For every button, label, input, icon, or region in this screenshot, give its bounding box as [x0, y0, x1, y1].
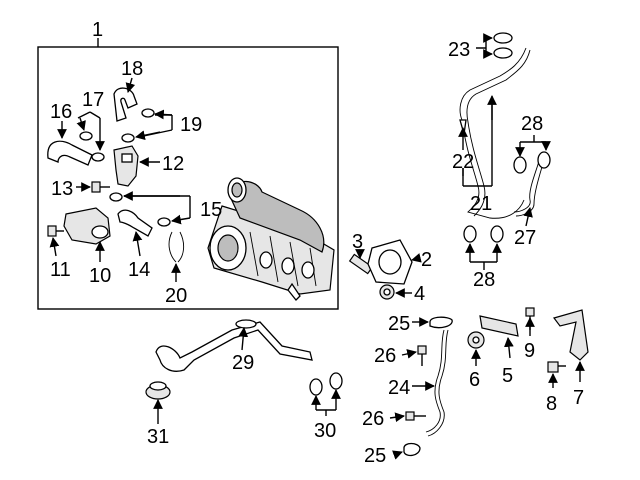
callout-4: 4	[414, 283, 425, 305]
callout-17: 17	[82, 89, 104, 111]
part-2-gasket[interactable]	[367, 239, 413, 285]
callout-21: 21	[470, 193, 492, 215]
callout-11: 11	[50, 259, 71, 281]
part-23-washers[interactable]	[493, 32, 513, 59]
callout-20: 20	[165, 285, 187, 307]
callout-1: 1	[92, 19, 103, 41]
callout-25a: 25	[388, 313, 410, 335]
part-5-bracket[interactable]	[479, 315, 519, 337]
callout-14: 14	[128, 259, 150, 281]
part-16-hose[interactable]	[47, 140, 93, 166]
callout-3: 3	[352, 231, 363, 253]
callout-24: 24	[388, 377, 410, 399]
callout-6: 6	[469, 369, 480, 391]
part-25-gasket-top[interactable]	[429, 316, 453, 329]
callout-25b: 25	[364, 445, 386, 467]
part-12-valve[interactable]	[113, 145, 139, 187]
callout-15: 15	[200, 199, 222, 221]
part-19-clamps[interactable]	[121, 108, 155, 143]
callout-23: 23	[448, 39, 470, 61]
part-25-gasket-bottom[interactable]	[403, 442, 421, 457]
callout-9: 9	[524, 340, 535, 362]
callout-30: 30	[314, 420, 336, 442]
callout-19: 19	[180, 114, 202, 136]
part-18-elbow-hose[interactable]	[113, 87, 138, 122]
callout-2: 2	[421, 249, 432, 271]
callout-26b: 26	[362, 408, 384, 430]
turbo-assembly-frame	[37, 46, 339, 310]
callout-27: 27	[514, 227, 536, 249]
part-27-pipe[interactable]	[513, 157, 545, 217]
part-13-bolt[interactable]	[91, 181, 110, 193]
callout-28a: 28	[521, 113, 543, 135]
callout-10: 10	[89, 265, 111, 287]
callout-numbers: 1 2 3 4 5 6 7 8 9 10 11 12 13 14 15 16 1…	[50, 19, 584, 467]
part-10-actuator[interactable]	[63, 207, 111, 245]
turbocharger-unit[interactable]	[207, 177, 335, 301]
callout-16: 16	[50, 101, 72, 123]
part-4-nut[interactable]	[379, 284, 395, 300]
part-26-bolt-bottom[interactable]	[405, 411, 426, 421]
part-17-clamps[interactable]	[79, 131, 105, 162]
part-14-hose[interactable]	[117, 209, 153, 237]
part-21-pipe[interactable]	[459, 47, 527, 219]
callout-12: 12	[162, 153, 184, 175]
callout-28b: 28	[473, 269, 495, 291]
part-28-washers-bottom[interactable]	[463, 225, 504, 243]
part-24-oil-line[interactable]	[425, 329, 445, 433]
part-8-bolt[interactable]	[547, 361, 566, 373]
part-7-bracket[interactable]	[552, 309, 589, 361]
part-31-cap[interactable]	[145, 381, 171, 400]
part-29-coolant-pipe[interactable]	[155, 319, 313, 372]
callout-26a: 26	[374, 345, 396, 367]
part-26-bolt-top[interactable]	[417, 345, 427, 366]
part-3-stud[interactable]	[348, 253, 374, 275]
part-15-clamps[interactable]	[109, 192, 171, 227]
callout-5: 5	[502, 365, 513, 387]
callout-29: 29	[232, 352, 254, 374]
part-20-pipe[interactable]	[168, 231, 185, 263]
callout-18: 18	[121, 58, 143, 80]
callout-31: 31	[147, 426, 169, 448]
callout-leaders	[49, 33, 585, 460]
part-30-washers[interactable]	[309, 372, 343, 396]
part-11-bolt[interactable]	[47, 225, 64, 237]
part-28-washers-top[interactable]	[513, 151, 551, 174]
callout-8: 8	[546, 393, 557, 415]
part-6-bushing[interactable]	[467, 331, 485, 349]
callout-22: 22	[452, 151, 474, 173]
callout-7: 7	[573, 387, 584, 409]
callout-13: 13	[51, 178, 73, 200]
